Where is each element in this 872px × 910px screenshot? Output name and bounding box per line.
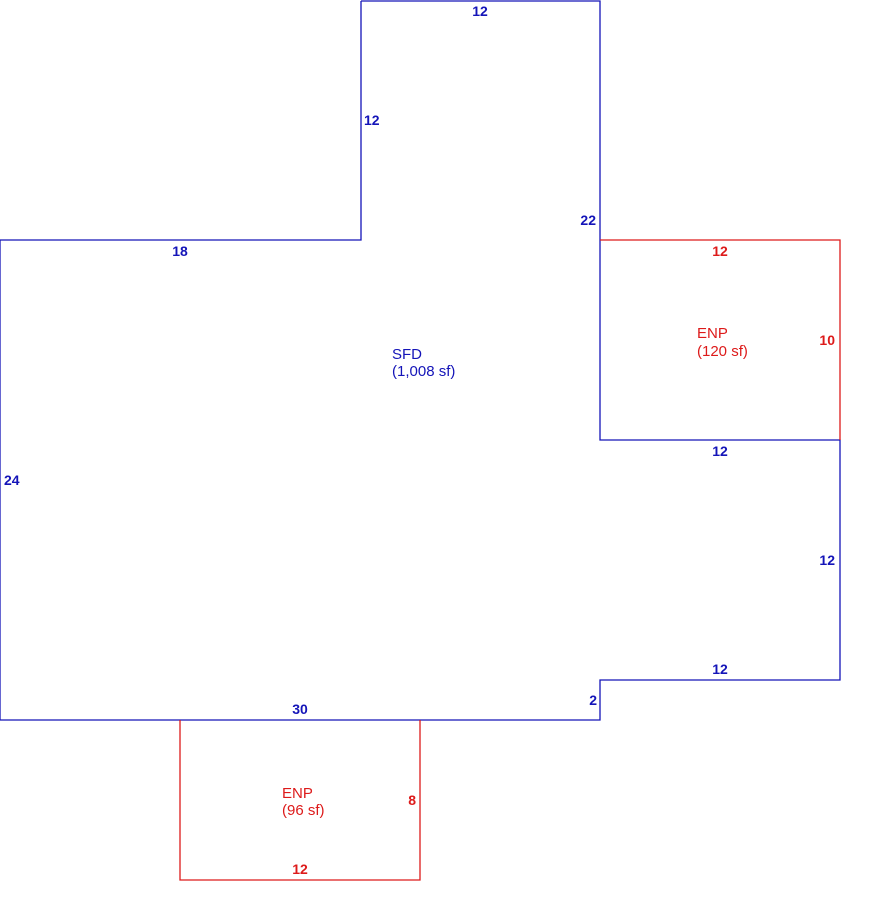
porch-right-dim-right: 10 (819, 332, 835, 348)
dim-lower-horizontal: 12 (712, 661, 728, 677)
dim-bottom: 30 (292, 701, 308, 717)
porch-right-dim-top: 12 (712, 243, 728, 259)
porch-bottom-area: (96 sf) (282, 802, 325, 819)
sfd-outline-path (0, 0, 841, 721)
dim-left-vertical: 24 (4, 472, 20, 488)
porch-bottom-outline (179, 720, 421, 881)
dim-mid-horizontal: 12 (712, 443, 728, 459)
porch-bottom-labels: 8 12 ENP (96 sf) (282, 785, 416, 877)
porch-right-path (600, 239, 841, 440)
dim-left-horizontal: 18 (172, 243, 188, 259)
porch-right-labels: 12 10 ENP (120 sf) (697, 243, 835, 360)
dim-top: 12 (472, 3, 488, 19)
sfd-dimensions: 12 12 22 18 24 12 12 12 2 30 (4, 3, 835, 717)
porch-bottom-path (179, 720, 421, 881)
porch-right-outline (600, 239, 841, 440)
porch-right-area: (120 sf) (697, 343, 748, 360)
porch-bottom-dim-right: 8 (408, 792, 416, 808)
porch-right-name: ENP (697, 325, 728, 342)
porch-bottom-dim-bottom: 12 (292, 861, 308, 877)
sfd-area-label: SFD (1,008 sf) (392, 346, 455, 380)
porch-bottom-name: ENP (282, 785, 313, 802)
sfd-name: SFD (392, 346, 422, 363)
sfd-area: (1,008 sf) (392, 363, 455, 380)
sfd-outline (0, 0, 841, 721)
dim-step: 2 (589, 692, 597, 708)
dim-right-vertical: 12 (819, 552, 835, 568)
dim-upper-left-vertical: 12 (364, 112, 380, 128)
dim-right-upper: 22 (580, 212, 596, 228)
